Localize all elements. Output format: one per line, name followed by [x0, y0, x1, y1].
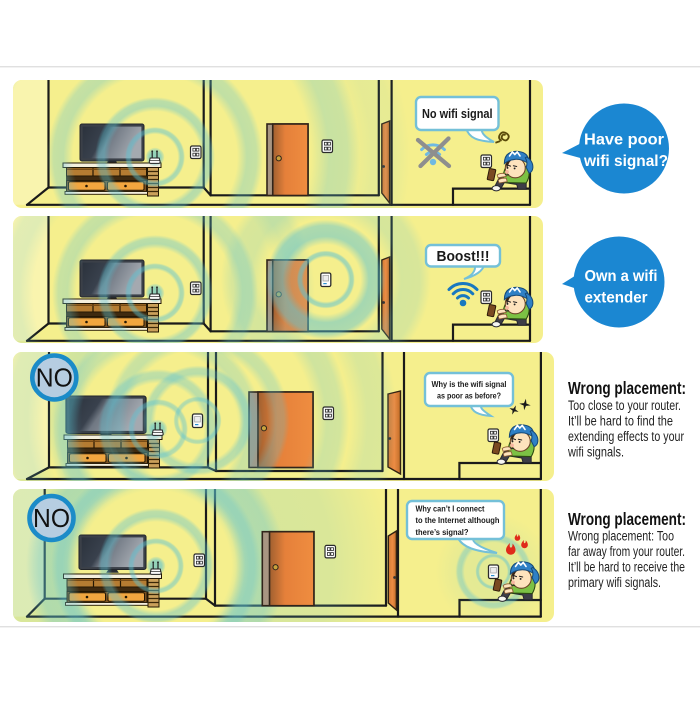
svg-text:Too close to your router.: Too close to your router. — [568, 398, 681, 413]
svg-text:Wrong placement:: Wrong placement: — [568, 509, 686, 529]
svg-text:Own a wifi: Own a wifi — [585, 268, 658, 285]
svg-text:to the Internet although: to the Internet although — [416, 515, 500, 525]
svg-text:Wrong placement:: Wrong placement: — [568, 378, 686, 398]
svg-text:Why can’t I connect: Why can’t I connect — [416, 503, 485, 513]
svg-text:extender: extender — [585, 290, 648, 307]
svg-text:Have poor: Have poor — [584, 132, 664, 149]
svg-text:primary wifi signals.: primary wifi signals. — [568, 575, 661, 590]
svg-text:extending effects to your: extending effects to your — [568, 429, 684, 444]
svg-text:No wifi signal: No wifi signal — [422, 107, 493, 121]
svg-text:far away from your router.: far away from your router. — [568, 544, 685, 559]
svg-text:Why is the wifi signal: Why is the wifi signal — [432, 379, 507, 389]
svg-text:It’ll be hard to receive the: It’ll be hard to receive the — [568, 560, 685, 575]
svg-text:there’s signal?: there’s signal? — [416, 527, 469, 537]
svg-text:wifi signal?: wifi signal? — [583, 153, 668, 170]
svg-text:Wrong placement: Too: Wrong placement: Too — [568, 529, 674, 544]
svg-text:Boost!!!: Boost!!! — [437, 248, 490, 265]
svg-text:It’ll be hard to find the: It’ll be hard to find the — [568, 414, 673, 429]
svg-text:as poor as before?: as poor as before? — [437, 390, 501, 400]
svg-text:wifi signals.: wifi signals. — [567, 445, 624, 460]
